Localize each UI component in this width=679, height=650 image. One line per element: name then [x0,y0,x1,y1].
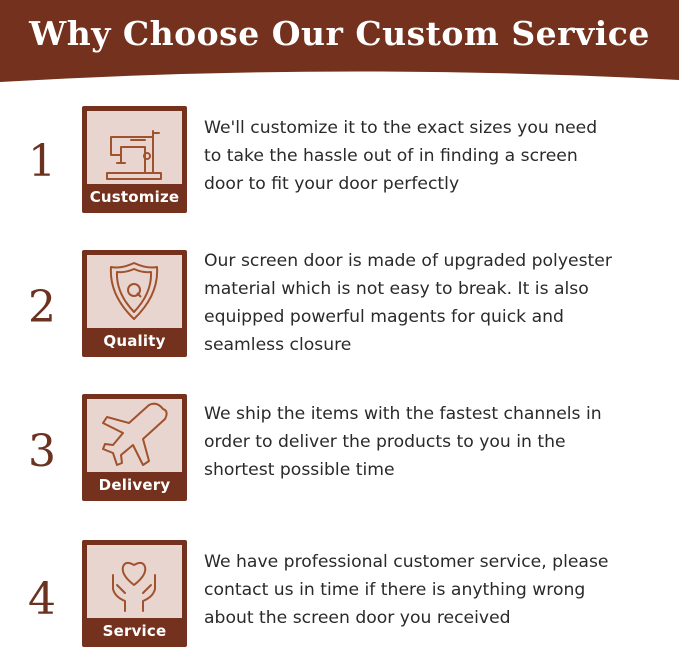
shield-q-icon [109,262,159,320]
feature-label: Delivery [98,476,171,494]
description-line: door to fit your door perfectly [204,174,460,194]
description-line: to take the hassle out of in finding a s… [204,146,578,166]
feature-description: We'll customize it to the exact sizes yo… [204,114,664,198]
quality-badge: Quality [82,250,187,357]
feature-number: 2 [28,282,56,333]
description-line: We have professional customer service, p… [204,552,609,572]
description-line: equipped powerful magents for quick and [204,307,564,327]
feature-number: 4 [28,574,56,625]
description-line: contact us in time if there is anything … [204,580,586,600]
feature-row-delivery: 3 Delivery We ship the items with the fa… [0,394,679,504]
description-line: shortest possible time [204,460,395,480]
description-line: material which is not easy to break. It … [204,279,589,299]
feature-row-service: 4 Service We have professional customer … [0,540,679,650]
description-line: Our screen door is made of upgraded poly… [204,251,612,271]
feature-label: Customize [89,188,180,206]
service-badge: Service [82,540,187,647]
delivery-badge: Delivery [82,394,187,501]
page-title: Why Choose Our Custom Service [29,14,650,53]
description-line: about the screen door you received [204,608,511,628]
feature-number: 3 [28,426,56,477]
description-line: order to deliver the products to you in … [204,432,566,452]
feature-row-quality: 2 Quality Our screen door is made of upg… [0,250,679,360]
description-line: We'll customize it to the exact sizes yo… [204,118,598,138]
feature-number: 1 [28,136,56,187]
sewing-machine-icon [106,130,162,180]
feature-row-customize: 1 Customize We'll customize it to the ex… [0,106,679,216]
heart-hands-icon [112,561,156,612]
banner-shape [0,0,679,82]
feature-label: Service [102,622,167,640]
feature-label: Quality [103,332,166,350]
feature-description: We have professional customer service, p… [204,548,664,632]
header-banner: Why Choose Our Custom Service [0,0,679,92]
feature-description: We ship the items with the fastest chann… [204,400,664,484]
description-line: We ship the items with the fastest chann… [204,404,602,424]
feature-description: Our screen door is made of upgraded poly… [204,247,664,359]
customize-badge: Customize [82,106,187,213]
airplane-icon [102,402,168,466]
description-line: seamless closure [204,335,352,355]
